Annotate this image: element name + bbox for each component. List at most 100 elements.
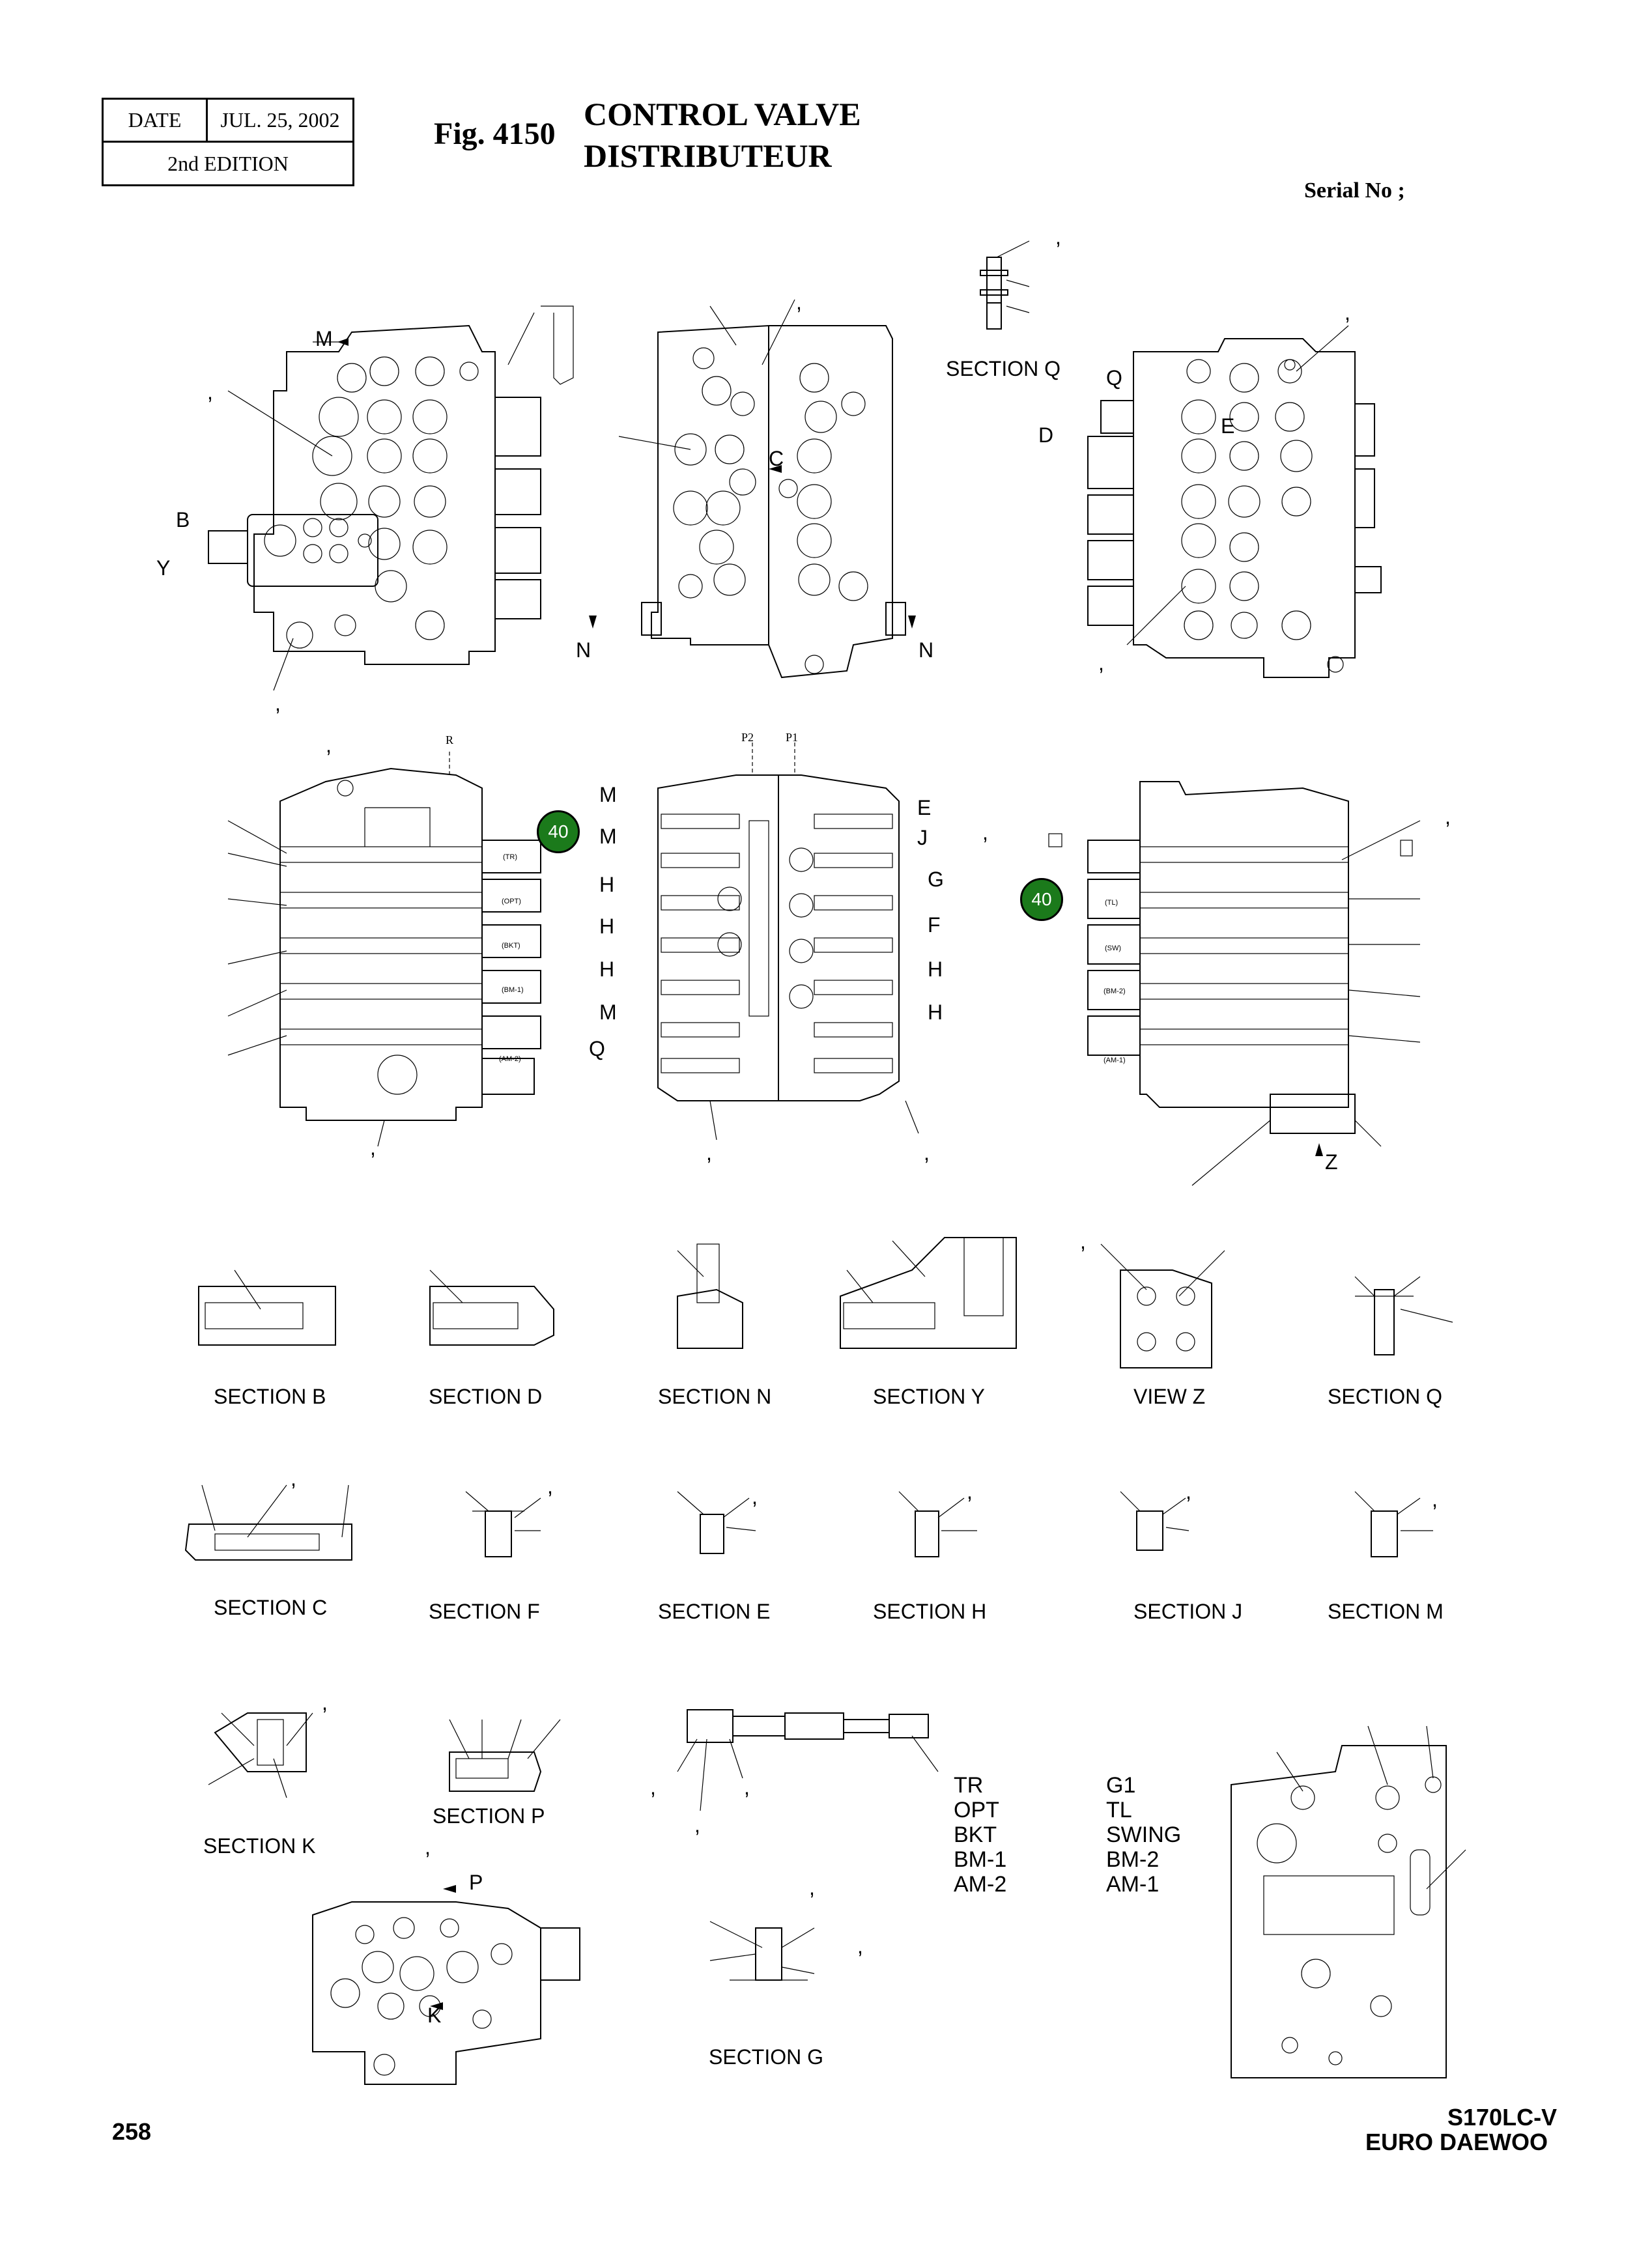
section-b-drawing [198,1269,336,1346]
middle-right-valve-section [1048,781,1421,1186]
callout-n-right: N [919,638,934,662]
section-p-drawing [449,1719,561,1792]
page-number: 258 [112,2118,152,2145]
section-n-drawing [677,1243,743,1349]
ref-mark: , [370,1136,376,1159]
ref-mark: , [706,1141,712,1165]
section-e-drawing [677,1491,756,1554]
ref-mark: , [752,1485,758,1509]
section-j-drawing [1120,1491,1189,1551]
spool-label-sw: (SW) [1105,944,1122,952]
spool-label-am2: (AM-2) [499,1055,521,1063]
callout-h-5: H [928,1000,943,1024]
callout-e-top: E [1221,414,1235,438]
port-p1-label: P1 [786,731,799,744]
section-c-drawing [184,1484,352,1561]
ref-mark: , [326,733,332,757]
section-j-title: SECTION J [1133,1600,1243,1623]
section-m-drawing [1354,1491,1433,1557]
ref-mark: , [1432,1488,1438,1511]
ref-mark: , [547,1475,553,1498]
edition-label: 2nd EDITION [167,152,289,175]
date-label: DATE [104,100,208,141]
title-french: DISTRIBUTEUR [584,137,832,174]
section-e-title: SECTION E [658,1600,771,1623]
top-left-valve-view [208,305,574,691]
port-p2-label: P2 [741,731,754,744]
callout-n-left: N [576,638,591,662]
section-y-title: SECTION Y [873,1385,985,1408]
spool-label-opt: (OPT) [502,898,521,905]
legend-opt: OPT [954,1798,999,1822]
ref-mark: , [322,1691,328,1714]
legend-g1: G1 [1106,1773,1136,1798]
spool-label-bm1: (BM-1) [502,986,524,994]
legend-bm1: BM-1 [954,1847,1007,1872]
callout-m: M [315,327,333,350]
ref-mark: , [744,1776,750,1799]
legend-am1: AM-1 [1106,1872,1160,1897]
middle-center-valve-section [657,743,919,1141]
section-f-title: SECTION F [429,1600,540,1623]
callout-y: Y [156,556,171,580]
serial-number-label: Serial No ; [1304,178,1405,203]
callout-h-1: H [599,873,615,896]
section-p-title: SECTION P [433,1804,545,1828]
callout-arrows [337,338,1323,2010]
spool-label-bm2: (BM-2) [1104,987,1126,995]
ref-mark: , [1186,1480,1191,1503]
item-40-badge-right: 40 [1020,878,1063,921]
callout-q-top: Q [1106,366,1122,390]
item-40-badge-left: 40 [537,810,580,853]
callout-d: D [1038,423,1054,447]
callout-j: J [917,826,928,849]
spool-label-tr: (TR) [503,853,517,861]
top-section-q-drawing [980,240,1030,330]
ref-mark: , [1445,805,1451,829]
legend-tr: TR [954,1773,984,1798]
callout-z: Z [1325,1150,1338,1174]
date-value: JUL. 25, 2002 [220,108,340,132]
callout-h-2: H [599,914,615,938]
ref-mark: , [857,1934,863,1958]
ref-mark: , [291,1467,296,1490]
section-q-top-title: SECTION Q [946,357,1061,380]
section-y-drawing [840,1237,1017,1349]
ref-mark: , [796,290,802,314]
spool-label-am1: (AM-1) [1104,1056,1126,1064]
date-box: DATE JUL. 25, 2002 2nd EDITION [102,98,354,186]
section-h-title: SECTION H [873,1600,987,1623]
callout-p: P [469,1871,483,1894]
callout-k: K [427,2004,442,2027]
section-h-drawing [898,1491,977,1557]
callout-m-3: M [599,1000,617,1024]
ref-mark: , [1098,651,1104,675]
callout-f: F [928,913,941,937]
section-k-drawing [208,1712,313,1798]
callout-q-mid: Q [589,1037,605,1060]
section-c-title: SECTION C [214,1596,328,1619]
section-d-title: SECTION D [429,1385,543,1408]
callout-g: G [928,868,944,891]
ref-mark: , [809,1876,815,1899]
machine-model: S170LC-V [1447,2104,1558,2131]
callout-m-2: M [599,825,617,848]
manufacturer: EURO DAEWOO [1365,2129,1548,2155]
ref-mark: , [924,1141,930,1165]
section-k-title: SECTION K [203,1834,316,1858]
ref-mark: , [967,1480,973,1503]
section-m-title: SECTION M [1328,1600,1444,1623]
legend-am2: AM-2 [954,1872,1007,1897]
legend-bm2: BM-2 [1106,1847,1160,1872]
callout-c: C [769,447,784,470]
top-right-valve-view [1087,325,1382,678]
figure-number: Fig. 4150 [434,117,556,151]
callout-b: B [176,508,190,531]
title-english: CONTROL VALVE [584,96,861,132]
middle-left-valve-section [227,749,541,1147]
callout-h-3: H [599,957,615,981]
view-z-drawing [1100,1243,1225,1368]
legend-bkt: BKT [954,1822,997,1847]
section-f-drawing [465,1491,541,1557]
